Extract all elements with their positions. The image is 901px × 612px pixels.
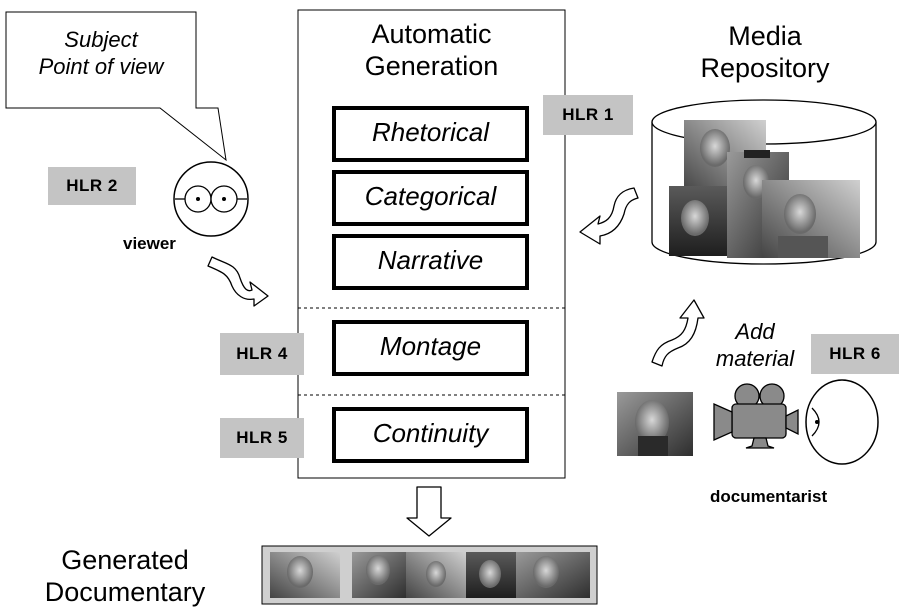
add-material-text: Add material <box>700 318 810 372</box>
documentarist-label: documentarist <box>710 487 828 506</box>
camera-icon <box>713 383 799 449</box>
narrative-box <box>332 234 529 290</box>
repository-title-line-2: Repository <box>700 53 830 83</box>
add-material-line-2: material <box>715 346 795 371</box>
output-label: Generated Documentary <box>0 544 250 608</box>
material-to-repository-arrow <box>651 299 705 367</box>
speech-line-1: Subject <box>64 27 138 52</box>
repository-title-line-1: Media <box>728 21 802 51</box>
continuity-box <box>332 407 529 463</box>
categorical-box <box>332 170 529 226</box>
categorical-label: Categorical <box>364 181 497 211</box>
documentarist-photo <box>617 392 693 456</box>
viewer-icon <box>173 161 249 237</box>
rhetorical-box <box>332 106 529 162</box>
viewer-to-generation-arrow <box>207 256 269 307</box>
hlr2-tag: HLR 2 <box>48 167 136 205</box>
montage-box <box>332 320 529 376</box>
hlr5-tag: HLR 5 <box>220 418 304 458</box>
repository-title: Media Repository <box>680 20 850 84</box>
output-label-line-2: Documentary <box>44 577 206 607</box>
narrative-label: Narrative <box>377 245 484 275</box>
viewer-label: viewer <box>123 234 176 253</box>
repository-to-generation-arrow <box>579 187 639 245</box>
hlr4-tag: HLR 4 <box>220 333 304 375</box>
continuity-label: Continuity <box>372 418 489 448</box>
generation-title-line-2: Generation <box>364 51 499 81</box>
generation-title-line-1: Automatic <box>371 19 492 49</box>
speech-text: Subject Point of view <box>6 26 196 80</box>
output-arrow <box>406 486 452 537</box>
hlr1-tag: HLR 1 <box>543 95 633 135</box>
generation-title: Automatic Generation <box>298 18 565 82</box>
speech-bubble <box>5 11 227 162</box>
output-label-line-1: Generated <box>61 545 189 575</box>
repository-photos <box>669 120 860 258</box>
film-strip <box>261 545 598 605</box>
add-material-line-1: Add <box>735 319 775 344</box>
rhetorical-label: Rhetorical <box>371 117 490 147</box>
montage-label: Montage <box>379 331 482 361</box>
documentarist-eye-icon <box>805 379 879 465</box>
hlr6-tag: HLR 6 <box>811 334 899 374</box>
speech-line-2: Point of view <box>38 54 164 79</box>
